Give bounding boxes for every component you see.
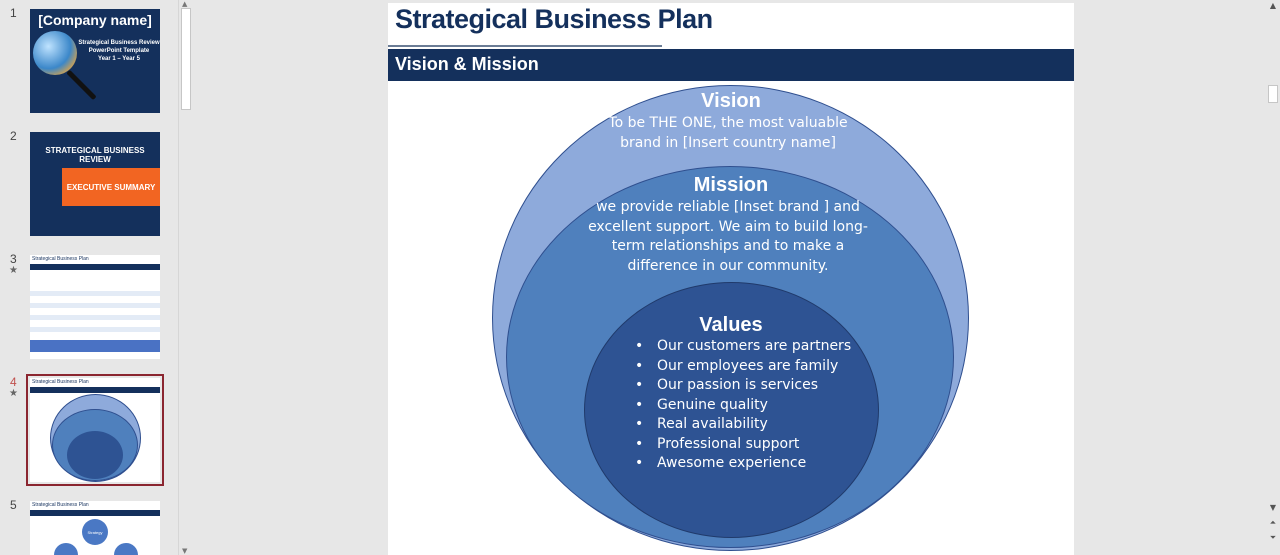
thumb-title: Strategical Business Plan [32, 379, 89, 385]
slide-number: 1 [10, 6, 17, 20]
values-list-item: Our customers are partners [635, 337, 855, 357]
thumbnail-scrollbar[interactable]: ▲ ▼ [178, 0, 192, 555]
thumb-subtitle: Strategical Business Review PowerPoint T… [78, 39, 160, 63]
values-list-item: Genuine quality [635, 396, 855, 416]
scroll-down-icon[interactable]: ▼ [182, 547, 188, 555]
globe-icon [33, 31, 77, 75]
thumb-row [30, 297, 160, 302]
thumb-footer-bar [30, 340, 160, 352]
scroll-up-icon[interactable]: ▲ [1269, 1, 1277, 10]
editor-scrollbar[interactable]: ▲ ▼ ⏶ ⏷ [1266, 0, 1280, 555]
thumb-row [30, 327, 160, 332]
thumb-circle: Strategy [82, 519, 108, 545]
slide-number: 3 [10, 252, 17, 266]
slide-thumbnail-2[interactable]: STRATEGICAL BUSINESS REVIEW EXECUTIVE SU… [30, 132, 160, 236]
mission-text: we provide reliable [Inset brand ] and e… [588, 199, 868, 274]
values-list-item: Real availability [635, 415, 855, 435]
vision-heading: Vision [701, 90, 761, 112]
thumb-row [30, 309, 160, 314]
slide-thumbnail-1[interactable]: [Company name] Strategical Business Revi… [30, 9, 160, 113]
values-list-item: Our passion is services [635, 376, 855, 396]
thumb-section-bar: Organization Culture [30, 510, 160, 524]
scrollbar-handle[interactable] [1268, 85, 1278, 103]
thumb-title: Strategical Business Plan [32, 502, 89, 508]
section-header-bar[interactable]: Vision & Mission [388, 49, 1074, 81]
thumb-row [30, 285, 160, 290]
thumb-subtitle-line: Year 1 – Year 5 [98, 56, 140, 62]
thumb-title: Strategical Business Plan [32, 256, 89, 262]
mission-heading: Mission [693, 174, 769, 196]
thumb-row [30, 303, 160, 308]
slide-canvas[interactable]: Strategical Business Plan Vision & Missi… [388, 3, 1074, 555]
values-list: Our customers are partners Our employees… [635, 337, 855, 474]
slide-thumbnail-5[interactable]: Strategical Business Plan Organization C… [30, 501, 160, 555]
slide-number: 2 [10, 129, 17, 143]
title-underline [388, 45, 662, 47]
vision-text: To be THE ONE, the most valuable brand i… [608, 115, 848, 151]
previous-slide-icon[interactable]: ⏶ [1269, 518, 1277, 527]
thumb-box: EXECUTIVE SUMMARY [62, 168, 160, 206]
slide-number: 5 [10, 498, 17, 512]
scrollbar-handle[interactable] [181, 8, 191, 110]
thumb-row [30, 321, 160, 326]
slide-thumbnail-3[interactable]: Strategical Business Plan The Future [30, 255, 160, 359]
slide-thumbnail-pane: 1 [Company name] Strategical Business Re… [0, 0, 178, 555]
values-list-item: Our employees are family [635, 357, 855, 377]
slide-number: 4 [10, 375, 17, 389]
slide-title[interactable]: Strategical Business Plan [395, 4, 713, 34]
thumb-bar-label: The Future [32, 273, 54, 278]
star-icon: ★ [9, 265, 18, 276]
star-icon: ★ [9, 388, 18, 399]
slide-thumbnail-4[interactable]: Strategical Business Plan Vision & Missi… [26, 374, 164, 486]
thumb-bar-label: Organization Culture [32, 519, 74, 524]
thumb-section-bar: Vision & Mission [30, 387, 160, 401]
thumb-bar-label: Vision & Mission [32, 396, 65, 401]
scroll-up-icon[interactable]: ▲ [182, 0, 188, 8]
magnifier-handle-icon [66, 69, 97, 101]
thumb-values-oval [67, 431, 123, 479]
thumb-row [30, 291, 160, 296]
thumb-circle [114, 543, 138, 555]
thumb-title: [Company name] [38, 12, 152, 28]
scroll-down-icon[interactable]: ▼ [1269, 503, 1277, 512]
thumb-circle [54, 543, 78, 555]
thumb-section-bar: The Future [30, 264, 160, 278]
values-list-item: Professional support [635, 435, 855, 455]
thumb-subtitle-line: Strategical Business Review [78, 40, 160, 46]
thumb-row [30, 315, 160, 320]
values-list-item: Awesome experience [635, 454, 855, 474]
thumb-title: STRATEGICAL BUSINESS REVIEW [45, 146, 145, 164]
next-slide-icon[interactable]: ⏷ [1269, 533, 1277, 542]
thumb-subtitle-line: PowerPoint Template [88, 48, 150, 54]
values-heading: Values [699, 314, 763, 336]
thumb-circle-label: Strategy [87, 529, 103, 535]
section-header-label: Vision & Mission [395, 54, 539, 74]
